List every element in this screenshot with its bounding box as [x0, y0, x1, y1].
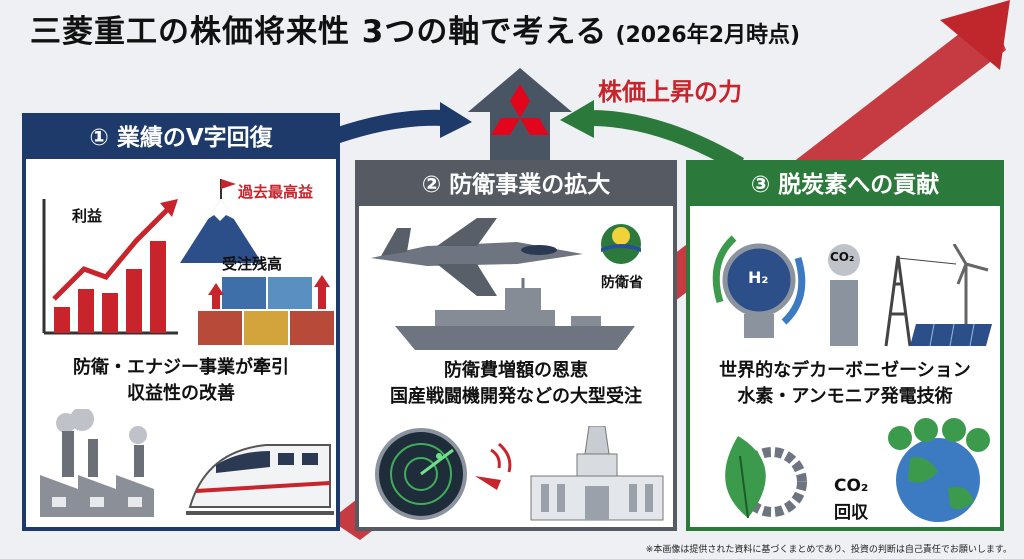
- label-co2: CO₂: [834, 476, 869, 496]
- containers-icon: [198, 275, 334, 345]
- hydrogen-turbine-icon: [712, 235, 806, 338]
- factory-icon: [40, 409, 154, 517]
- warship-icon: [395, 278, 635, 350]
- profit-bar-chart-icon: [42, 199, 178, 335]
- panel-performance: ① 業績のV字回復 利益 過去最高益 受注残高 防衛・エナジー事業が牽引 収益性…: [22, 113, 340, 531]
- panel-heading: ② 防衛事業の拡大: [359, 164, 673, 206]
- panel-text: 防衛・エナジー事業が牽引 収益性の改善: [73, 357, 289, 404]
- power-plant-tower-icon: [828, 244, 992, 347]
- green-curved-arrow: [589, 110, 745, 172]
- mod-emblem-icon: [601, 224, 641, 264]
- label-capture: 回収: [834, 503, 868, 523]
- mountain-flag-icon: [180, 179, 262, 263]
- fighter-jet-icon: [371, 218, 583, 296]
- diet-building-icon: [530, 426, 664, 521]
- panel-heading: ① 業績のV字回復: [26, 117, 336, 159]
- label-ministry-of-defense: 防衛省: [601, 275, 643, 291]
- label-profit: 利益: [72, 207, 103, 225]
- panel-text: 防衛費増額の恩恵 国産戦闘機開発などの大型受注: [390, 360, 642, 407]
- panel-decarbonization: ③ 脱炭素への貢献 H₂ CO₂ 世界的なデカーボニゼーション 水素・アンモニア…: [686, 160, 1004, 531]
- power-label: 株価上昇の力: [598, 78, 742, 106]
- bullet-train-icon: [186, 444, 334, 515]
- label-order-backlog: 受注残高: [222, 255, 283, 273]
- title-date: (2026年2月時点): [615, 23, 801, 48]
- label-h2: H₂: [748, 268, 769, 287]
- footnote: ※本画像は提供された資料に基づくまとめであり、投資の判断は自己責任でお願いします…: [645, 545, 1012, 555]
- panel-defense: ② 防衛事業の拡大 防衛省 防衛費増額の恩恵 国産戦闘機開発などの大型受注: [355, 160, 677, 531]
- signal-arrow-icon: [475, 442, 512, 490]
- panel-text: 世界的なデカーボニゼーション 水素・アンモニア発電技術: [719, 360, 971, 407]
- panel-heading: ③ 脱炭素への貢献: [690, 164, 1000, 206]
- leaf-gear-icon: [725, 436, 807, 519]
- mitsubishi-logo-icon: [491, 84, 549, 135]
- earth-trees-icon: [888, 418, 990, 522]
- label-co2-plant: CO₂: [830, 250, 855, 264]
- label-record-profit: 過去最高益: [238, 183, 314, 201]
- radar-icon: [375, 428, 467, 520]
- page-title: 三菱重工の株価将来性 3つの軸で考える(2026年2月時点): [30, 14, 801, 50]
